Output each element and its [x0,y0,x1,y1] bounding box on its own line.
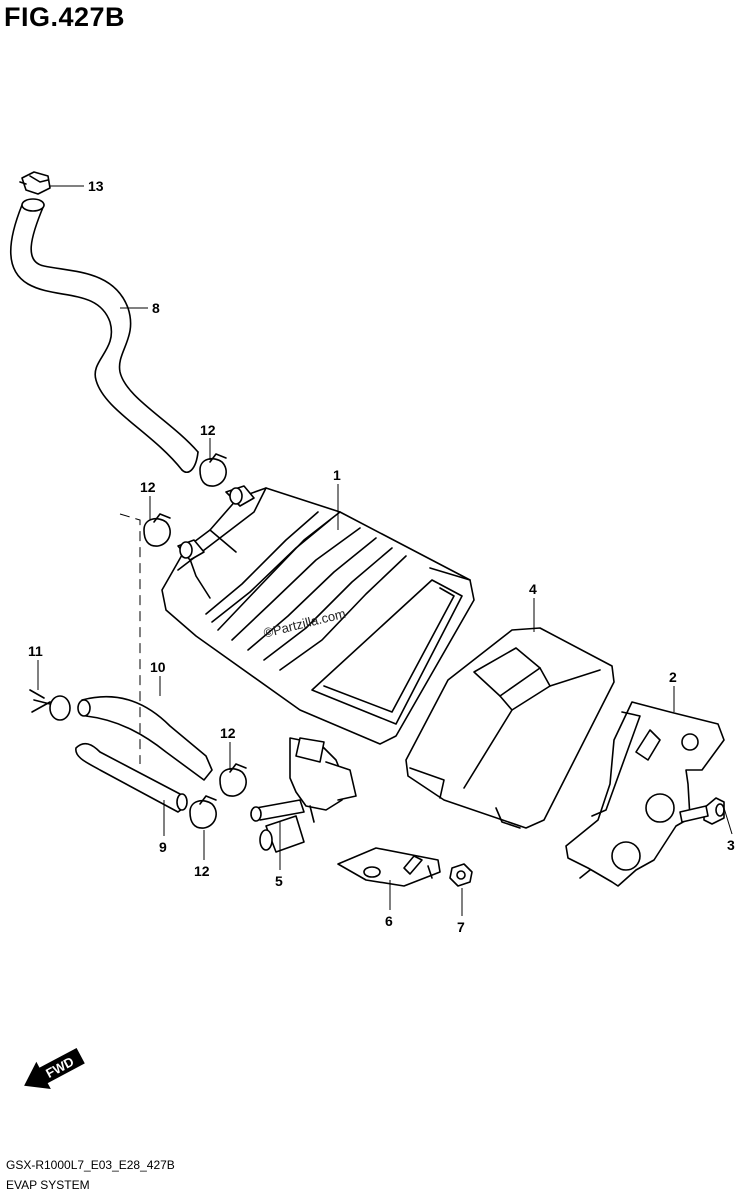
part-2-bracket[interactable] [565,701,725,887]
figure-title: FIG.427B [4,2,126,32]
system-name: EVAP SYSTEM [6,1178,90,1192]
part-6-plate[interactable] [337,847,441,887]
callout-12a: 12 [200,422,216,438]
callout-12c: 12 [220,725,236,741]
part-12-clamp-left[interactable] [143,513,171,547]
leader-lines [37,185,733,916]
callout-12b: 12 [140,479,156,495]
callout-1: 1 [333,467,341,483]
callout-5: 5 [275,873,283,889]
callout-12d: 12 [194,863,210,879]
callout-7: 7 [457,919,465,935]
callout-labels: 13 8 12 12 1 4 2 11 10 12 9 12 5 6 7 3 [28,178,735,935]
part-12-clamp-lower[interactable] [189,795,217,829]
part-13-clamp[interactable] [19,171,51,195]
part-4-cover[interactable] [405,627,615,829]
callout-4: 4 [529,581,537,597]
part-10-hose[interactable] [77,696,213,781]
part-3-bolt[interactable] [679,797,725,825]
callout-6: 6 [385,913,393,929]
callout-2: 2 [669,669,677,685]
fwd-arrow-icon: FWD [24,1047,85,1090]
part-8-hose[interactable] [9,198,199,474]
part-11-clip[interactable] [29,689,71,721]
callout-10: 10 [150,659,166,675]
callout-8: 8 [152,300,160,316]
fwd-label: FWD [43,1054,76,1081]
callout-11: 11 [28,643,43,659]
part-12-clamp-mid[interactable] [219,763,247,797]
reference-dash-line [119,513,141,764]
part-9-hose[interactable] [75,742,188,813]
part-1-canister[interactable] [161,485,475,745]
diagram-code: GSX-R1000L7_E03_E28_427B [6,1158,175,1172]
part-12-clamp-upper[interactable] [199,453,227,487]
callout-13: 13 [88,178,104,194]
callout-9: 9 [159,839,167,855]
part-7-nut[interactable] [449,863,473,887]
part-5-purge-valve[interactable] [250,737,357,853]
callout-3: 3 [727,837,735,853]
